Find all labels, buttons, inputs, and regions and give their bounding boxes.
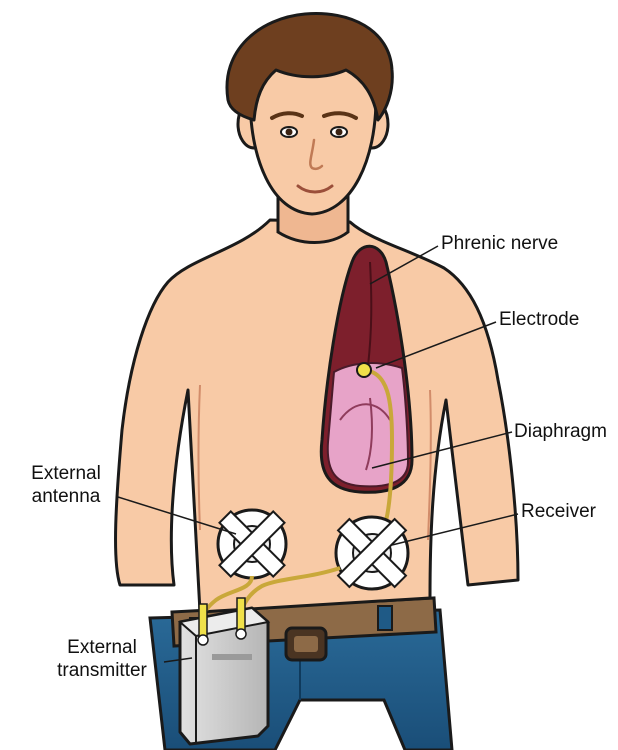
label-external-antenna-line2: antenna <box>10 485 122 508</box>
label-electrode: Electrode <box>499 308 579 331</box>
label-external-transmitter-line1: External <box>42 636 162 659</box>
transmitter-box <box>180 598 268 744</box>
head <box>227 13 392 214</box>
label-external-transmitter: External transmitter <box>42 636 162 682</box>
label-phrenic-nerve: Phrenic nerve <box>441 232 558 255</box>
label-external-transmitter-line2: transmitter <box>42 659 162 682</box>
label-diaphragm: Diaphragm <box>514 420 607 443</box>
torso <box>116 220 518 612</box>
electrode <box>357 363 371 377</box>
antenna-pad <box>218 510 286 578</box>
label-external-antenna: External antenna <box>10 462 122 508</box>
receiver-pad <box>336 517 408 589</box>
label-external-antenna-line1: External <box>10 462 122 485</box>
label-receiver: Receiver <box>521 500 596 523</box>
